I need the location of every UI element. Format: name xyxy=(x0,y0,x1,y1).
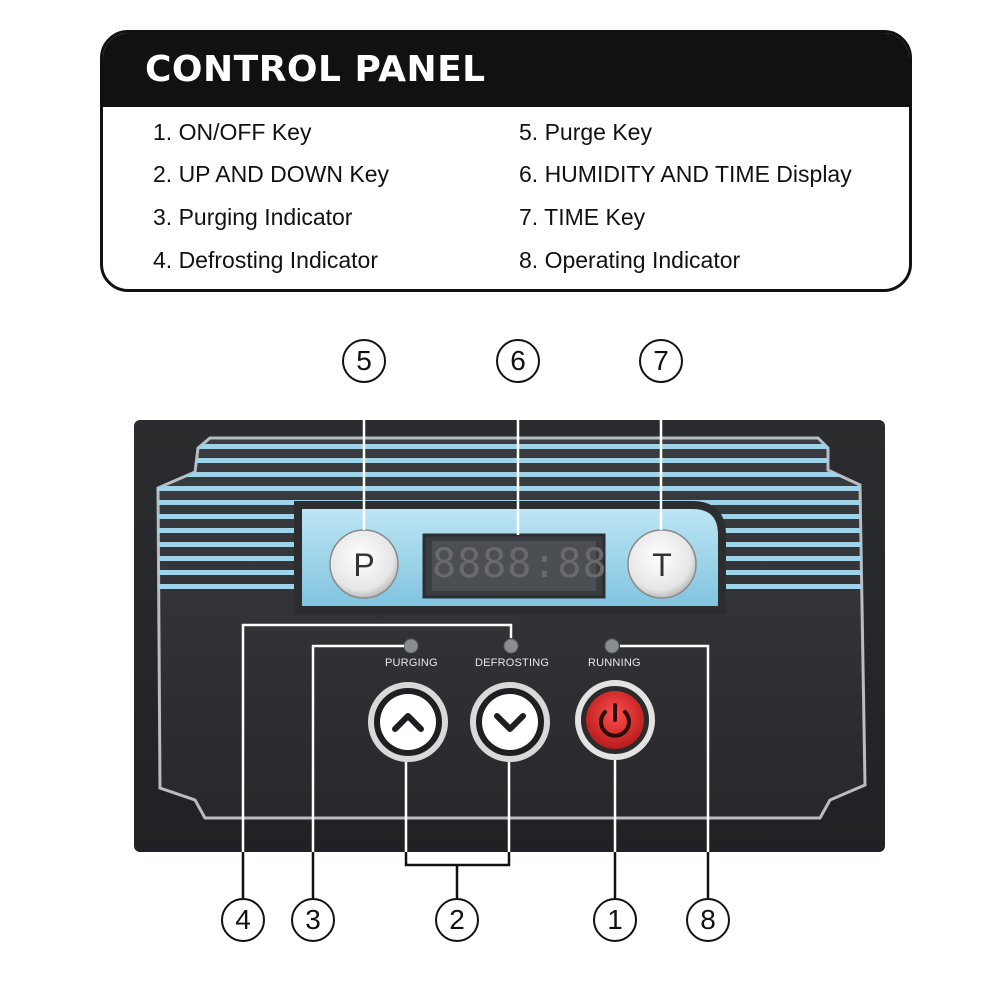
time-key-button[interactable] xyxy=(628,530,696,598)
chevron-up-icon xyxy=(392,713,424,732)
legend-title: CONTROL PANEL xyxy=(145,49,486,90)
up-key-face xyxy=(380,694,436,750)
legend-box: CONTROL PANEL 1. ON/OFF Key 2. UP AND DO… xyxy=(100,30,912,292)
chevron-down-icon xyxy=(494,713,526,732)
legend-item-1: 1. ON/OFF Key xyxy=(153,119,312,145)
legend-item-8: 8. Operating Indicator xyxy=(519,247,741,273)
time-key-letter: T xyxy=(652,547,672,583)
legend-item-7: 7. TIME Key xyxy=(519,204,646,230)
callout-3: 3 xyxy=(291,898,335,942)
up-key-button[interactable] xyxy=(371,685,445,759)
callout-1: 1 xyxy=(593,898,637,942)
leader-lines-inner xyxy=(241,383,710,852)
leader-lines-outer xyxy=(241,852,710,898)
defrosting-led xyxy=(503,638,519,654)
purging-led xyxy=(403,638,419,654)
power-icon xyxy=(599,710,631,738)
legend-item-6: 6. HUMIDITY AND TIME Display xyxy=(519,161,852,187)
lcd-screen xyxy=(432,541,596,591)
callout-2: 2 xyxy=(435,898,479,942)
legend-item-5: 5. Purge Key xyxy=(519,119,652,145)
callout-7: 7 xyxy=(639,339,683,383)
purge-key-button[interactable] xyxy=(330,530,398,598)
callout-6: 6 xyxy=(496,339,540,383)
defrosting-label: DEFROSTING xyxy=(475,657,550,669)
purge-key-letter: P xyxy=(353,547,374,583)
power-key-button[interactable] xyxy=(578,683,652,757)
callout-5: 5 xyxy=(342,339,386,383)
legend-item-4: 4. Defrosting Indicator xyxy=(153,247,379,273)
legend-item-2: 2. UP AND DOWN Key xyxy=(153,161,390,187)
down-key-face xyxy=(482,694,538,750)
humidity-time-display: 8888:88 xyxy=(432,541,608,587)
callout-4: 4 xyxy=(221,898,265,942)
running-led xyxy=(604,638,620,654)
legend-item-3: 3. Purging Indicator xyxy=(153,204,353,230)
running-label: RUNNING xyxy=(588,657,641,669)
legend-header: CONTROL PANEL xyxy=(103,33,909,107)
down-key-button[interactable] xyxy=(473,685,547,759)
callout-8: 8 xyxy=(686,898,730,942)
purging-label: PURGING xyxy=(385,657,438,669)
